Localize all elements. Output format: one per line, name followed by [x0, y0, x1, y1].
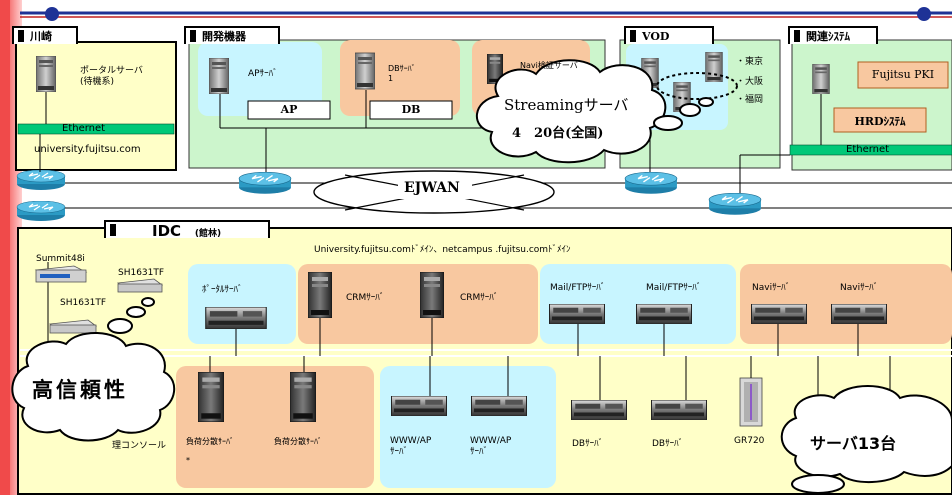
ejwan-label: EJWAN: [404, 180, 460, 196]
idc-portal-zone: [188, 264, 296, 344]
related-tower: [812, 64, 830, 94]
reliability-cloud-label: 高信頼性: [32, 378, 128, 402]
idc-mail-rack-2: [635, 304, 693, 324]
idc-db-rack-2: [650, 400, 708, 420]
streaming-cloud-line2: 4 20台(全国): [512, 126, 604, 141]
idc-www-zone: [380, 366, 556, 488]
idc-www-rack-1: [390, 396, 448, 416]
streaming-cloud-line1: Streamingサーバ: [504, 96, 629, 114]
related-tab: 関連ｼｽﾃﾑ: [788, 26, 878, 44]
dev-db-server-label: DBｻｰﾊﾞ 1: [388, 64, 416, 83]
dev-ap-box-label: AP: [280, 103, 298, 116]
sh1631tf-top-label: SH1631TF: [118, 268, 165, 278]
idc-console-label: 理コンソール: [112, 441, 167, 451]
vod-city-tokyo: ・東京: [736, 57, 764, 67]
sh1631tf-switch-bottom: [48, 319, 98, 334]
idc-asterisk: *: [186, 456, 190, 465]
idc-tab: IDC (館林): [104, 220, 270, 240]
router-vod: [624, 172, 678, 194]
idc-db-rack-1: [570, 400, 628, 420]
idc-www1-label: WWW/AP ｻｰﾊﾞ: [390, 436, 432, 457]
dev-navi-server-label: Navi検証サーバ: [520, 61, 578, 70]
vod-tab-label: VOD: [642, 30, 670, 43]
hrd-label: HRDｼｽﾃﾑ: [854, 115, 906, 128]
servers-cloud-label: サーバ13台: [810, 434, 897, 453]
router-kawasaki: [16, 170, 66, 190]
top-line-dot-right: [917, 7, 931, 21]
idc-lb2-label: 負荷分散ｻｰﾊﾞ: [274, 437, 322, 446]
vod-tab: VOD: [624, 26, 714, 44]
idc-portal-rack: [204, 307, 268, 329]
idc-mail-rack-1: [548, 304, 606, 324]
fujitsu-pki-label: Fujitsu PKI: [871, 68, 935, 81]
dev-db-box-label: DB: [401, 103, 421, 116]
reliability-cloud: [11, 297, 175, 442]
idc-www2-label: WWW/AP ｻｰﾊﾞ: [470, 436, 512, 457]
idc-mail2-label: Mail/FTPｻｰﾊﾞ: [646, 283, 702, 293]
dev-db-box: [369, 100, 453, 120]
idc-crm1-label: CRMｻｰﾊﾞ: [346, 293, 385, 303]
dev-ap-zone: [198, 42, 322, 116]
dev-ap-tower: [209, 58, 229, 94]
kawasaki-portal-label: ポータルサーバ (待機系): [80, 66, 143, 87]
kawasaki-portal-tower: [36, 56, 56, 92]
summit-label: Summit48i: [36, 254, 85, 264]
idc-navi-rack-1: [750, 304, 808, 324]
idc-upper-links: [235, 318, 859, 356]
related-tab-label: 関連ｼｽﾃﾑ: [806, 30, 850, 43]
left-accent-bar-highlight: [0, 0, 10, 495]
router-dev: [238, 172, 292, 194]
idc-lb1-label: 負荷分散ｻｰﾊﾞ: [186, 437, 234, 446]
idc-crm-tower-2: [420, 272, 444, 318]
related-ethernet-label: Ethernet: [846, 144, 890, 155]
idc-lb-zone: [176, 366, 374, 488]
dev-tab: 開発機器: [184, 26, 280, 44]
dev-ap-server-label: APｻｰﾊﾞ: [248, 69, 278, 79]
gr720-device: [739, 377, 763, 427]
idc-lower-links: [209, 356, 891, 400]
vod-tower-2: [705, 52, 723, 82]
ejwan-label-bg: [398, 179, 472, 199]
idc-db2-label: DBｻｰﾊﾞ: [652, 439, 684, 449]
kawasaki-tab-label: 川崎: [30, 30, 52, 43]
vod-city-fukuoka: ・福岡: [736, 95, 764, 105]
idc-crm2-label: CRMｻｰﾊﾞ: [460, 293, 499, 303]
streaming-cloud: [475, 59, 714, 164]
summit-switch: [34, 265, 88, 283]
idc-domain-text: University.fujitsu.comﾄﾞﾒｲﾝ、netcampus .f…: [314, 245, 571, 255]
idc-navi-rack-2: [830, 304, 888, 324]
router-left-lower: [16, 201, 66, 221]
idc-crm-tower-1: [308, 272, 332, 318]
servers-cloud: [780, 385, 952, 494]
kawasaki-ethernet-bar: [17, 123, 175, 135]
gr720-label: GR720: [734, 436, 765, 446]
vod-cluster-ring: [656, 72, 738, 100]
sh1631tf-bottom-label: SH1631TF: [60, 298, 107, 308]
vod-city-osaka: ・大阪: [736, 77, 764, 87]
idc-lb-tower-2: [290, 372, 316, 422]
idc-tab-label: IDC: [152, 222, 182, 240]
idc-db1-label: DBｻｰﾊﾞ: [572, 439, 604, 449]
dev-db-tower: [355, 52, 375, 90]
idc-navi1-label: Naviｻｰﾊﾞ: [752, 283, 791, 293]
dev-ap-box: [247, 100, 331, 120]
idc-www-rack-2: [470, 396, 528, 416]
kawasaki-tab: 川崎: [12, 26, 78, 44]
idc-crm-zone: [298, 264, 538, 344]
idc-tab-sublabel: (館林): [194, 229, 222, 239]
top-line-dot-left: [45, 7, 59, 21]
idc-mail1-label: Mail/FTPｻｰﾊﾞ: [550, 283, 606, 293]
router-related: [708, 193, 762, 215]
dev-tab-label: 開発機器: [202, 30, 246, 43]
hrd-box: [833, 107, 927, 133]
related-ethernet-bar: [789, 144, 952, 156]
kawasaki-ethernet-label: Ethernet: [62, 123, 106, 134]
kawasaki-domain-label: university.fujitsu.com: [34, 144, 141, 155]
sh1631tf-switch-top: [116, 278, 164, 293]
idc-lb-tower-1: [198, 372, 224, 422]
idc-navi2-label: Naviｻｰﾊﾞ: [840, 283, 879, 293]
fujitsu-pki-box: [857, 61, 949, 89]
idc-portal-label: ﾎﾟｰﾀﾙｻｰﾊﾞ: [202, 285, 243, 295]
